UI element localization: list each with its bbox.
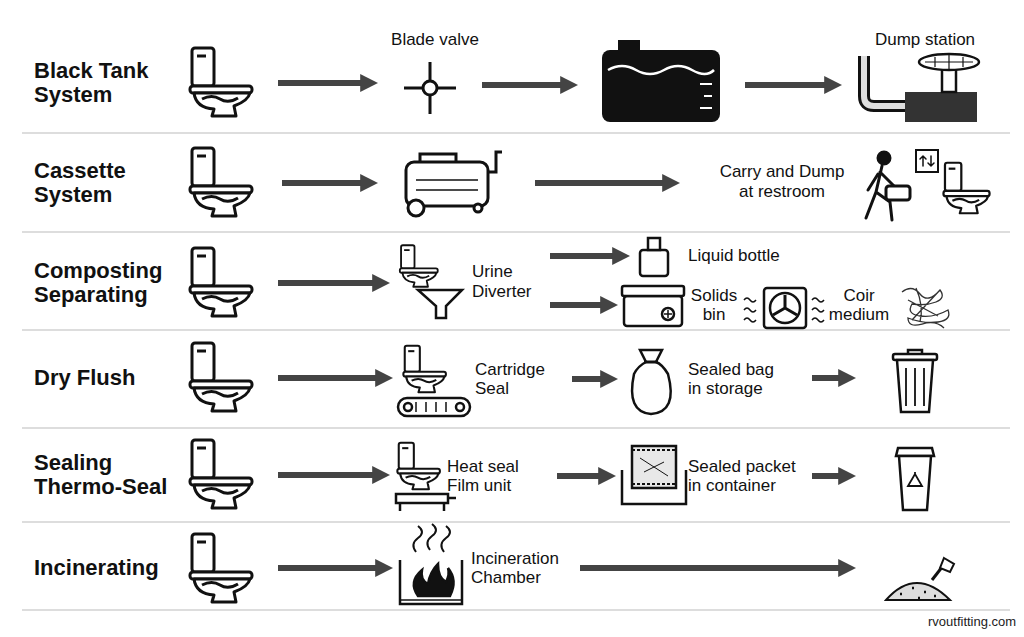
stage-item: Sealed packet in container bbox=[618, 437, 808, 515]
system-title: Incinerating bbox=[34, 556, 174, 581]
system-title: Dry Flush bbox=[34, 366, 174, 391]
stage-label: Liquid bottle bbox=[688, 246, 798, 266]
stage-item: Blade valve bbox=[380, 26, 494, 118]
coir-icon bbox=[902, 288, 949, 328]
system-title: Composting Separating bbox=[34, 259, 174, 308]
flow-arrows bbox=[282, 85, 840, 568]
system-title: Cassette System bbox=[34, 159, 174, 208]
blade-valve-icon bbox=[404, 62, 456, 114]
funnel-icon bbox=[418, 290, 462, 318]
stage-item: Solids bin bbox=[620, 282, 746, 328]
stage-item: Sealed bag in storage bbox=[620, 340, 790, 418]
system-row: Incinerating bbox=[30, 530, 270, 606]
heat-seal-bar-icon bbox=[396, 494, 456, 511]
system-title: Sealing Thermo-Seal bbox=[34, 451, 174, 500]
flow-arrow bbox=[278, 375, 377, 381]
cartridge-belt-icon bbox=[398, 398, 470, 416]
stage-label: Solids bin bbox=[686, 286, 742, 325]
stage-item: Cartridge Seal bbox=[395, 340, 564, 418]
diverter-toilet-icon bbox=[400, 245, 438, 287]
flow-arrow bbox=[557, 473, 600, 479]
sealed-bag-icon bbox=[632, 350, 671, 414]
solids-bin-icon bbox=[622, 286, 684, 326]
system-row: Cassette System bbox=[30, 145, 270, 221]
stage-label: Sealed bag in storage bbox=[688, 360, 786, 399]
trash-can-icon bbox=[893, 350, 937, 412]
stage-item: Incineration Chamber bbox=[395, 528, 575, 608]
stage-label: Cartridge Seal bbox=[475, 360, 560, 399]
stage-item: Heat seal Film unit bbox=[392, 437, 549, 515]
flow-arrow bbox=[278, 80, 362, 86]
stage-item: Dump station bbox=[850, 26, 1004, 126]
stage-item: Liquid bottle bbox=[632, 234, 802, 278]
flow-arrow bbox=[278, 565, 377, 571]
stage-item: Coir medium bbox=[826, 282, 954, 328]
cartridge-toilet-icon bbox=[403, 346, 446, 393]
cassette-icon bbox=[406, 152, 502, 216]
flow-arrow bbox=[278, 472, 374, 478]
stage-label: Heat seal Film unit bbox=[447, 457, 537, 496]
stage-label: Dump station bbox=[850, 30, 1000, 50]
system-row: Dry Flush bbox=[30, 340, 270, 416]
dump-station-icon bbox=[864, 54, 979, 122]
system-row: Composting Separating bbox=[30, 245, 270, 321]
stage-item: Carry and Dump at restroom bbox=[712, 150, 1002, 226]
liquid-bottle-icon bbox=[640, 238, 668, 276]
row-dividers bbox=[22, 133, 1010, 610]
system-row: Black Tank System bbox=[30, 45, 270, 121]
stage-label: Coir medium bbox=[826, 286, 892, 325]
stage-label: Blade valve bbox=[380, 30, 490, 50]
black-tank-icon bbox=[602, 40, 720, 122]
stage-label: Carry and Dump at restroom bbox=[712, 162, 852, 201]
toilet-icons bbox=[190, 48, 252, 602]
flow-arrow bbox=[278, 280, 374, 286]
person-carrying-icon bbox=[866, 150, 938, 220]
heat-seal-toilet-icon bbox=[397, 443, 440, 490]
stage-label: Sealed packet in container bbox=[688, 457, 806, 496]
stage-label: Urine Diverter bbox=[472, 262, 538, 301]
recycle-bin-icon bbox=[896, 448, 934, 510]
flow-arrow bbox=[550, 302, 602, 308]
flow-arrow bbox=[572, 376, 602, 382]
system-row: Sealing Thermo-Seal bbox=[30, 437, 270, 513]
fan-icon bbox=[744, 288, 824, 328]
system-title: Black Tank System bbox=[34, 59, 174, 108]
restroom-toilet-icon bbox=[943, 163, 989, 214]
incinerator-icon bbox=[400, 524, 462, 604]
flow-arrow bbox=[550, 253, 614, 259]
stage-item: Urine Diverter bbox=[392, 240, 542, 326]
watermark: rvoutfitting.com bbox=[928, 614, 1016, 629]
stage-label: Incineration Chamber bbox=[471, 549, 571, 588]
ash-pile-icon bbox=[886, 558, 954, 600]
sealed-packet-icon bbox=[622, 446, 686, 504]
